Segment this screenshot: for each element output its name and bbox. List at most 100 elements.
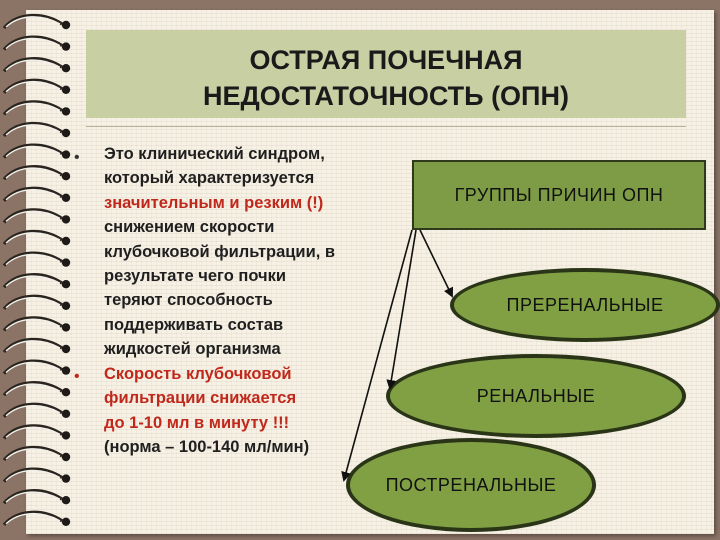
- spiral-coil-highlight: [5, 145, 61, 158]
- spiral-coil-highlight: [5, 37, 61, 50]
- spiral-coil: [2, 402, 63, 418]
- spiral-hole: [61, 215, 71, 224]
- spiral-hole: [61, 85, 71, 95]
- bullet-1-line: клубочковой фильтрации, в: [104, 242, 336, 261]
- bullet-1-line: снижением скорости: [104, 218, 275, 237]
- spiral-coil: [2, 273, 63, 289]
- bullet-1-line: жидкостей организма: [104, 340, 281, 359]
- spiral-coil: [2, 337, 63, 354]
- spiral-hole: [61, 150, 71, 159]
- spiral-hole: [61, 258, 71, 267]
- spiral-hole: [61, 301, 71, 310]
- spiral-coil-highlight: [5, 296, 61, 309]
- bullet-2-line: фильтрации снижается: [104, 389, 297, 408]
- bullet-marker: •: [74, 149, 80, 166]
- causes-groups-label: ГРУППЫ ПРИЧИН ОПН: [454, 184, 664, 205]
- causes-groups-box: ГРУППЫ ПРИЧИН ОПН: [412, 160, 706, 230]
- spiral-coil-highlight: [5, 210, 61, 222]
- spiral-coil-highlight: [5, 80, 61, 93]
- spiral-hole: [61, 107, 71, 116]
- bullet-1-line: который характеризуется: [104, 169, 315, 188]
- spiral-coil: [2, 316, 63, 332]
- spiral-hole: [61, 474, 71, 483]
- title-band: ОСТРАЯ ПОЧЕЧНАЯ НЕДОСТАТОЧНОСТЬ (ОПН): [86, 30, 686, 118]
- spiral-coil: [2, 13, 63, 30]
- title-line-1: ОСТРАЯ ПОЧЕЧНАЯ: [249, 45, 523, 75]
- bullet-1-line: поддерживать состав: [104, 315, 284, 334]
- spiral-coil: [2, 100, 63, 116]
- spiral-coil-highlight: [5, 275, 61, 287]
- spiral-coil-highlight: [5, 448, 61, 460]
- bullet-1-text: Это клинический синдром, который характе…: [104, 142, 394, 362]
- spiral-coil-highlight: [5, 383, 61, 395]
- slide-title: ОСТРАЯ ПОЧЕЧНАЯ НЕДОСТАТОЧНОСТЬ (ОПН): [86, 42, 686, 114]
- renal-label: РЕНАЛЬНЫЕ: [476, 385, 596, 406]
- bullet-1-line: результате чего почки: [104, 267, 286, 286]
- bullet-2-text: Скорость клубочковой фильтрации снижаетс…: [104, 362, 394, 460]
- spiral-coil: [2, 35, 63, 51]
- spiral-coil-highlight: [5, 512, 61, 525]
- spiral-coil: [2, 424, 63, 440]
- spiral-coil-highlight: [5, 232, 61, 244]
- title-divider: [86, 126, 686, 127]
- spiral-coil: [2, 143, 63, 159]
- spiral-coil-highlight: [5, 253, 61, 266]
- spiral-hole: [61, 409, 71, 418]
- spiral-coil-highlight: [5, 124, 61, 136]
- spiral-coil: [2, 445, 63, 462]
- spiral-binding: [2, 13, 71, 526]
- spiral-coil: [2, 165, 63, 181]
- spiral-hole: [61, 42, 71, 51]
- spiral-hole: [61, 172, 71, 181]
- spiral-coil-highlight: [5, 340, 61, 352]
- spiral-hole: [61, 193, 71, 202]
- spiral-coil: [2, 208, 63, 224]
- spiral-hole: [61, 63, 71, 73]
- bullet-2-line: Скорость клубочковой: [104, 365, 292, 383]
- spiral-coil-highlight: [5, 167, 61, 179]
- bullet-1-line: Это клинический синдром,: [104, 145, 325, 163]
- spiral-coil-highlight: [5, 469, 61, 482]
- bullet-marker: •: [74, 368, 80, 385]
- spiral-hole: [61, 323, 71, 332]
- spiral-coil: [2, 78, 63, 94]
- spiral-coil: [2, 381, 63, 397]
- spiral-coil-highlight: [5, 426, 61, 438]
- spiral-hole: [61, 236, 71, 246]
- spiral-hole: [61, 496, 71, 505]
- spiral-coil: [2, 467, 63, 483]
- spiral-coil-highlight: [5, 404, 61, 417]
- prerenal-label: ПРЕРЕНАЛЬНЫЕ: [506, 294, 664, 315]
- prerenal-ellipse: ПРЕРЕНАЛЬНЫЕ: [450, 268, 720, 342]
- spiral-coil-highlight: [5, 361, 61, 374]
- spiral-coil-highlight: [5, 188, 61, 201]
- spiral-coil: [2, 359, 63, 375]
- spiral-coil: [2, 57, 63, 73]
- postrenal-label: ПОСТРЕНАЛЬНЫЕ: [385, 474, 557, 495]
- spiral-hole: [61, 388, 71, 397]
- bullet-1-line: теряют способность: [104, 291, 273, 310]
- spiral-coil-highlight: [5, 59, 61, 71]
- bullet-2-line: до 1-10 мл в минуту !!!: [104, 413, 290, 432]
- spiral-coil-highlight: [5, 491, 61, 503]
- bullet-1-highlight: значительным и резким (!): [104, 193, 324, 212]
- spiral-hole: [61, 452, 71, 462]
- spiral-coil: [2, 121, 63, 138]
- spiral-coil-highlight: [5, 318, 61, 330]
- spiral-coil: [2, 510, 63, 526]
- spiral-coil: [2, 489, 63, 505]
- spiral-hole: [61, 128, 71, 138]
- spiral-hole: [61, 344, 71, 354]
- spiral-coil: [2, 294, 63, 310]
- spiral-coil-highlight: [5, 102, 61, 114]
- spiral-coil-highlight: [5, 16, 61, 28]
- spiral-coil: [2, 186, 63, 202]
- spiral-coil: [2, 251, 63, 267]
- title-line-2: НЕДОСТАТОЧНОСТЬ (ОПН): [203, 81, 569, 111]
- spiral-hole: [61, 280, 71, 289]
- renal-ellipse: РЕНАЛЬНЫЕ: [386, 354, 686, 438]
- postrenal-ellipse: ПОСТРЕНАЛЬНЫЕ: [346, 438, 596, 532]
- spiral-coil: [2, 229, 63, 246]
- spiral-hole: [61, 366, 71, 375]
- spiral-hole: [61, 431, 71, 440]
